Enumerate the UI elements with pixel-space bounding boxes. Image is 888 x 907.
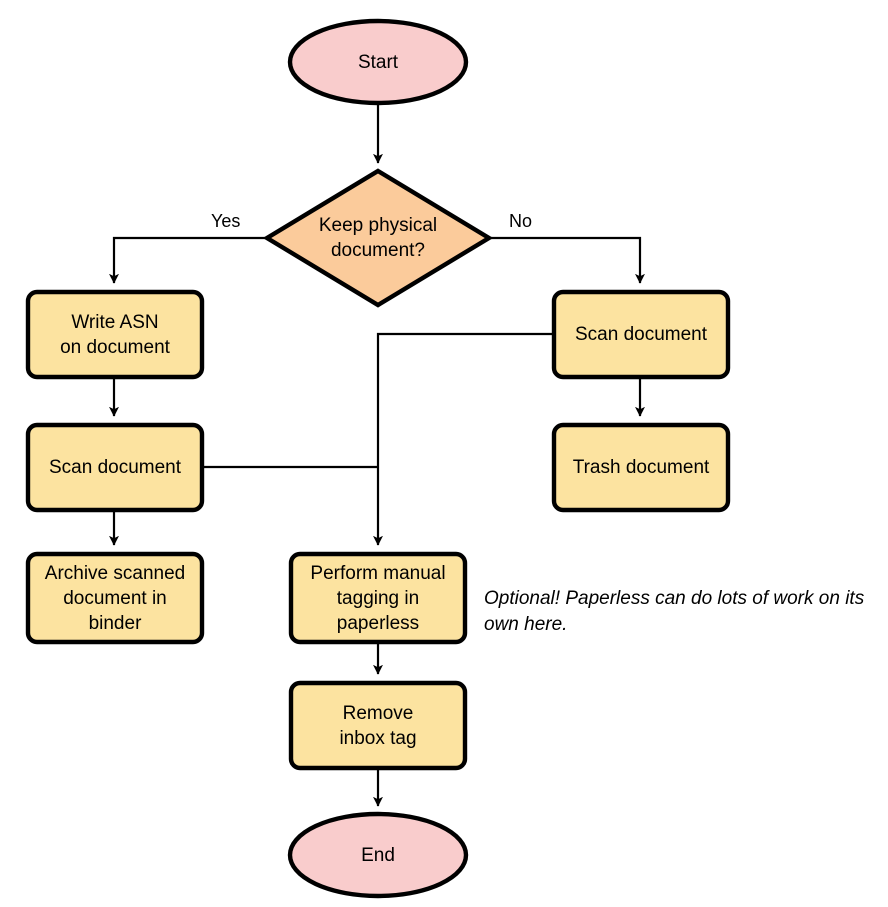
- node-write-asn-on-document[interactable]: [25, 289, 205, 380]
- edge-decision-no: [491, 236, 645, 284]
- node-trash-document[interactable]: [551, 422, 731, 513]
- node-scan-document-right-hit[interactable]: [552, 290, 730, 379]
- node-remove-inbox-tag-hit[interactable]: [289, 681, 467, 770]
- node-scan-document-left-hit[interactable]: [26, 423, 204, 512]
- edge-layer: [109, 104, 645, 807]
- node-remove-inbox-tag[interactable]: [288, 680, 468, 771]
- node-archive-scanned-document-in-binder[interactable]: [25, 551, 205, 645]
- node-trash-document-hit[interactable]: [552, 423, 730, 512]
- edge-label-no: No: [509, 211, 533, 231]
- edge-label-yes: Yes: [211, 211, 241, 231]
- node-scan-document-left[interactable]: [25, 422, 205, 513]
- optional-note-annotation: Optional! Paperless can do lots of work …: [484, 588, 865, 635]
- node-layer: [25, 18, 731, 899]
- edge-decision-yes: [109, 236, 265, 284]
- node-write-asn-on-document-hit[interactable]: [26, 290, 204, 379]
- node-end-hit[interactable]: [289, 813, 467, 898]
- edge-scan-right-to-tagging: [373, 332, 552, 546]
- node-scan-document-right[interactable]: [551, 289, 731, 380]
- node-start[interactable]: [287, 18, 469, 106]
- node-keep-physical-document-hit[interactable]: [265, 170, 491, 306]
- node-archive-scanned-document-in-binder-hit[interactable]: [26, 552, 204, 644]
- node-end[interactable]: [287, 811, 469, 899]
- node-perform-manual-tagging-in-paperless[interactable]: [288, 551, 468, 645]
- node-keep-physical-document[interactable]: [262, 168, 494, 308]
- node-start-hit[interactable]: [289, 20, 467, 104]
- node-perform-manual-tagging-in-paperless-hit[interactable]: [289, 552, 467, 644]
